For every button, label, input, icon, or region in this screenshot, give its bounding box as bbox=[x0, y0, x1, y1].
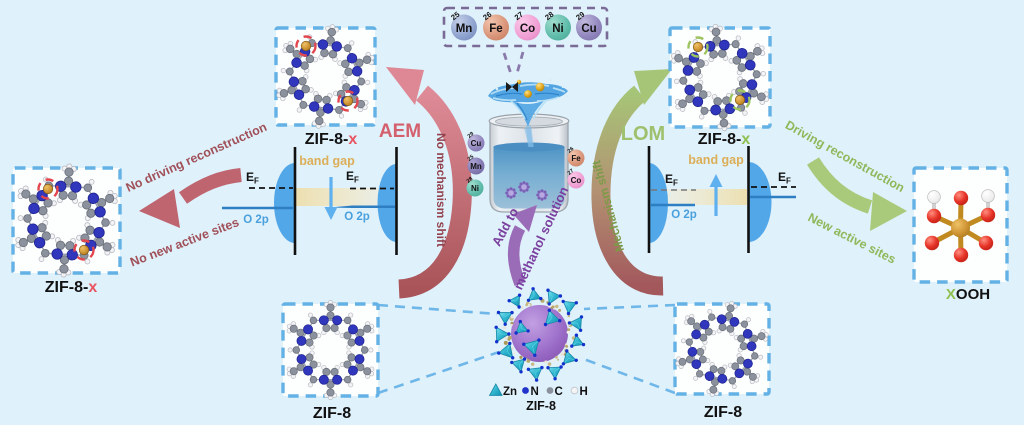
svg-text:Fe: Fe bbox=[489, 23, 502, 35]
svg-text:Ni: Ni bbox=[552, 23, 564, 35]
svg-text:O 2p: O 2p bbox=[671, 209, 697, 221]
svg-text:No mechanism shift: No mechanism shift bbox=[434, 133, 448, 247]
svg-text:28: 28 bbox=[466, 176, 475, 185]
svg-text:LOM: LOM bbox=[621, 123, 665, 145]
svg-text:O 2p: O 2p bbox=[344, 211, 370, 223]
svg-text:Cu: Cu bbox=[581, 23, 596, 35]
svg-text:ZIF-8-x: ZIF-8-x bbox=[305, 131, 358, 148]
svg-text:ZIF-8: ZIF-8 bbox=[704, 404, 742, 421]
svg-text:AEM: AEM bbox=[379, 121, 421, 142]
svg-text:Cu: Cu bbox=[471, 139, 482, 148]
svg-text:Co: Co bbox=[520, 23, 535, 35]
svg-text:O 2p: O 2p bbox=[243, 214, 269, 226]
svg-text:ZIF-8-x: ZIF-8-x bbox=[45, 279, 98, 296]
svg-text:C: C bbox=[555, 386, 563, 398]
svg-text:ZIF-8: ZIF-8 bbox=[526, 399, 556, 413]
svg-text:Mn: Mn bbox=[456, 23, 473, 35]
svg-text:Mn: Mn bbox=[470, 162, 482, 171]
svg-text:26: 26 bbox=[567, 146, 576, 155]
svg-text:Zn: Zn bbox=[503, 386, 517, 398]
svg-text:band gap: band gap bbox=[688, 153, 744, 167]
svg-text:N: N bbox=[531, 386, 539, 398]
svg-text:H: H bbox=[580, 386, 588, 398]
svg-text:band gap: band gap bbox=[299, 154, 355, 168]
svg-text:XOOH: XOOH bbox=[946, 286, 990, 303]
svg-text:Co: Co bbox=[571, 176, 582, 185]
svg-text:27: 27 bbox=[567, 168, 576, 177]
svg-text:25: 25 bbox=[467, 154, 476, 163]
svg-text:ZIF-8: ZIF-8 bbox=[313, 405, 351, 422]
svg-text:ZIF-8-x: ZIF-8-x bbox=[698, 131, 751, 148]
svg-text:Fe: Fe bbox=[571, 154, 581, 163]
svg-text:Ni: Ni bbox=[471, 184, 479, 193]
svg-text:29: 29 bbox=[467, 131, 476, 140]
